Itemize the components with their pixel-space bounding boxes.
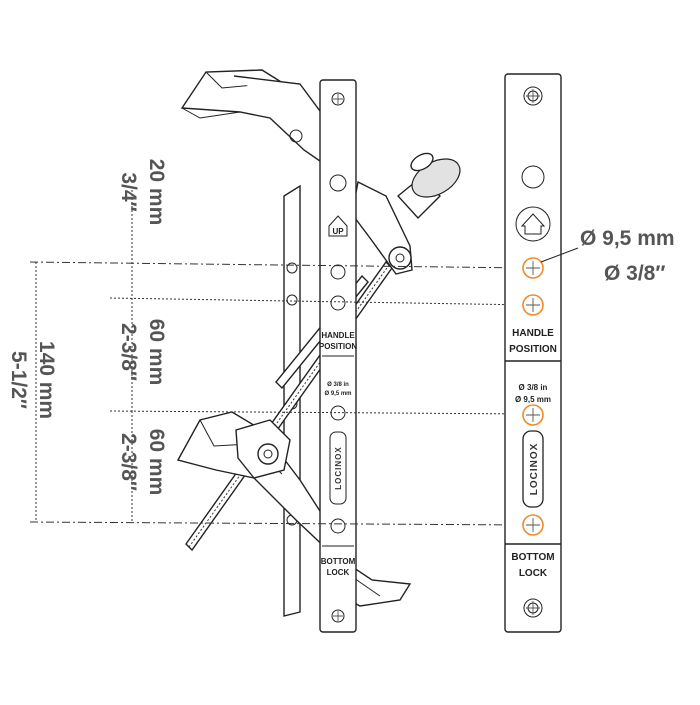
dim-60mm-upper: 60 mm [145,319,168,386]
brand-badge [522,430,544,508]
bottom-label-line1: BOTTOM [511,552,554,563]
brand-label-3d: LOCINOX [334,446,343,489]
handle-label-3d-line1: HANDLE [321,331,355,340]
hole-size-in: Ø 3/8 in [519,383,548,392]
up-label: UP [332,227,344,236]
top-screw-icon [523,86,543,106]
bottom-label-line2: LOCK [519,568,548,579]
flat-strip-view: HANDLE POSITION Ø 3/8 in Ø 9,5 mm LOCINO… [504,73,562,633]
dim-20mm: 20 mm [145,159,168,226]
diameter-callout: Ø 9,5 mm Ø 3/8″ [540,227,675,285]
brand-label: LOCINOX [529,443,540,496]
bottom-label-3d-line2: LOCK [327,568,350,577]
bottom-screw-icon [523,598,543,618]
dim-2-3-8in-upper: 2-3/8″ [117,323,140,381]
handle-label-3d-line2: POSITION [319,342,357,351]
up-house-icon [515,206,551,242]
dimension-labels: 20 mm 3/4″ 60 mm 2-3/8″ 60 mm 2-3/8″ 140… [7,159,168,496]
dim-3-4in: 3/4″ [117,172,140,211]
dim-5-1-2in: 5-1/2″ [7,351,30,409]
dim-60mm-lower: 60 mm [145,429,168,496]
hole-label-3d-line1: Ø 3/8 in [327,382,349,388]
hole-size-mm: Ø 9,5 mm [515,395,551,404]
handle-label-line1: HANDLE [512,328,554,339]
callout-diameter-in: Ø 3/8″ [604,262,665,285]
dimension-lines [29,190,531,526]
handle-label-line2: POSITION [509,344,557,355]
dim-140mm: 140 mm [35,341,58,419]
product-3d-view: UP HANDLE POSITION Ø 3/8 in Ø 9,5 mm LOC… [176,69,461,633]
front-strip: UP HANDLE POSITION Ø 3/8 in Ø 9,5 mm LOC… [319,79,357,633]
hole-label-3d-line2: Ø 9,5 mm [324,391,351,397]
dim-2-3-8in-lower: 2-3/8″ [117,433,140,491]
upper-clamp [180,69,337,170]
callout-diameter-mm: Ø 9,5 mm [580,227,675,250]
upper-side-clamp [351,152,461,275]
bottom-label-3d-line1: BOTTOM [321,557,356,566]
